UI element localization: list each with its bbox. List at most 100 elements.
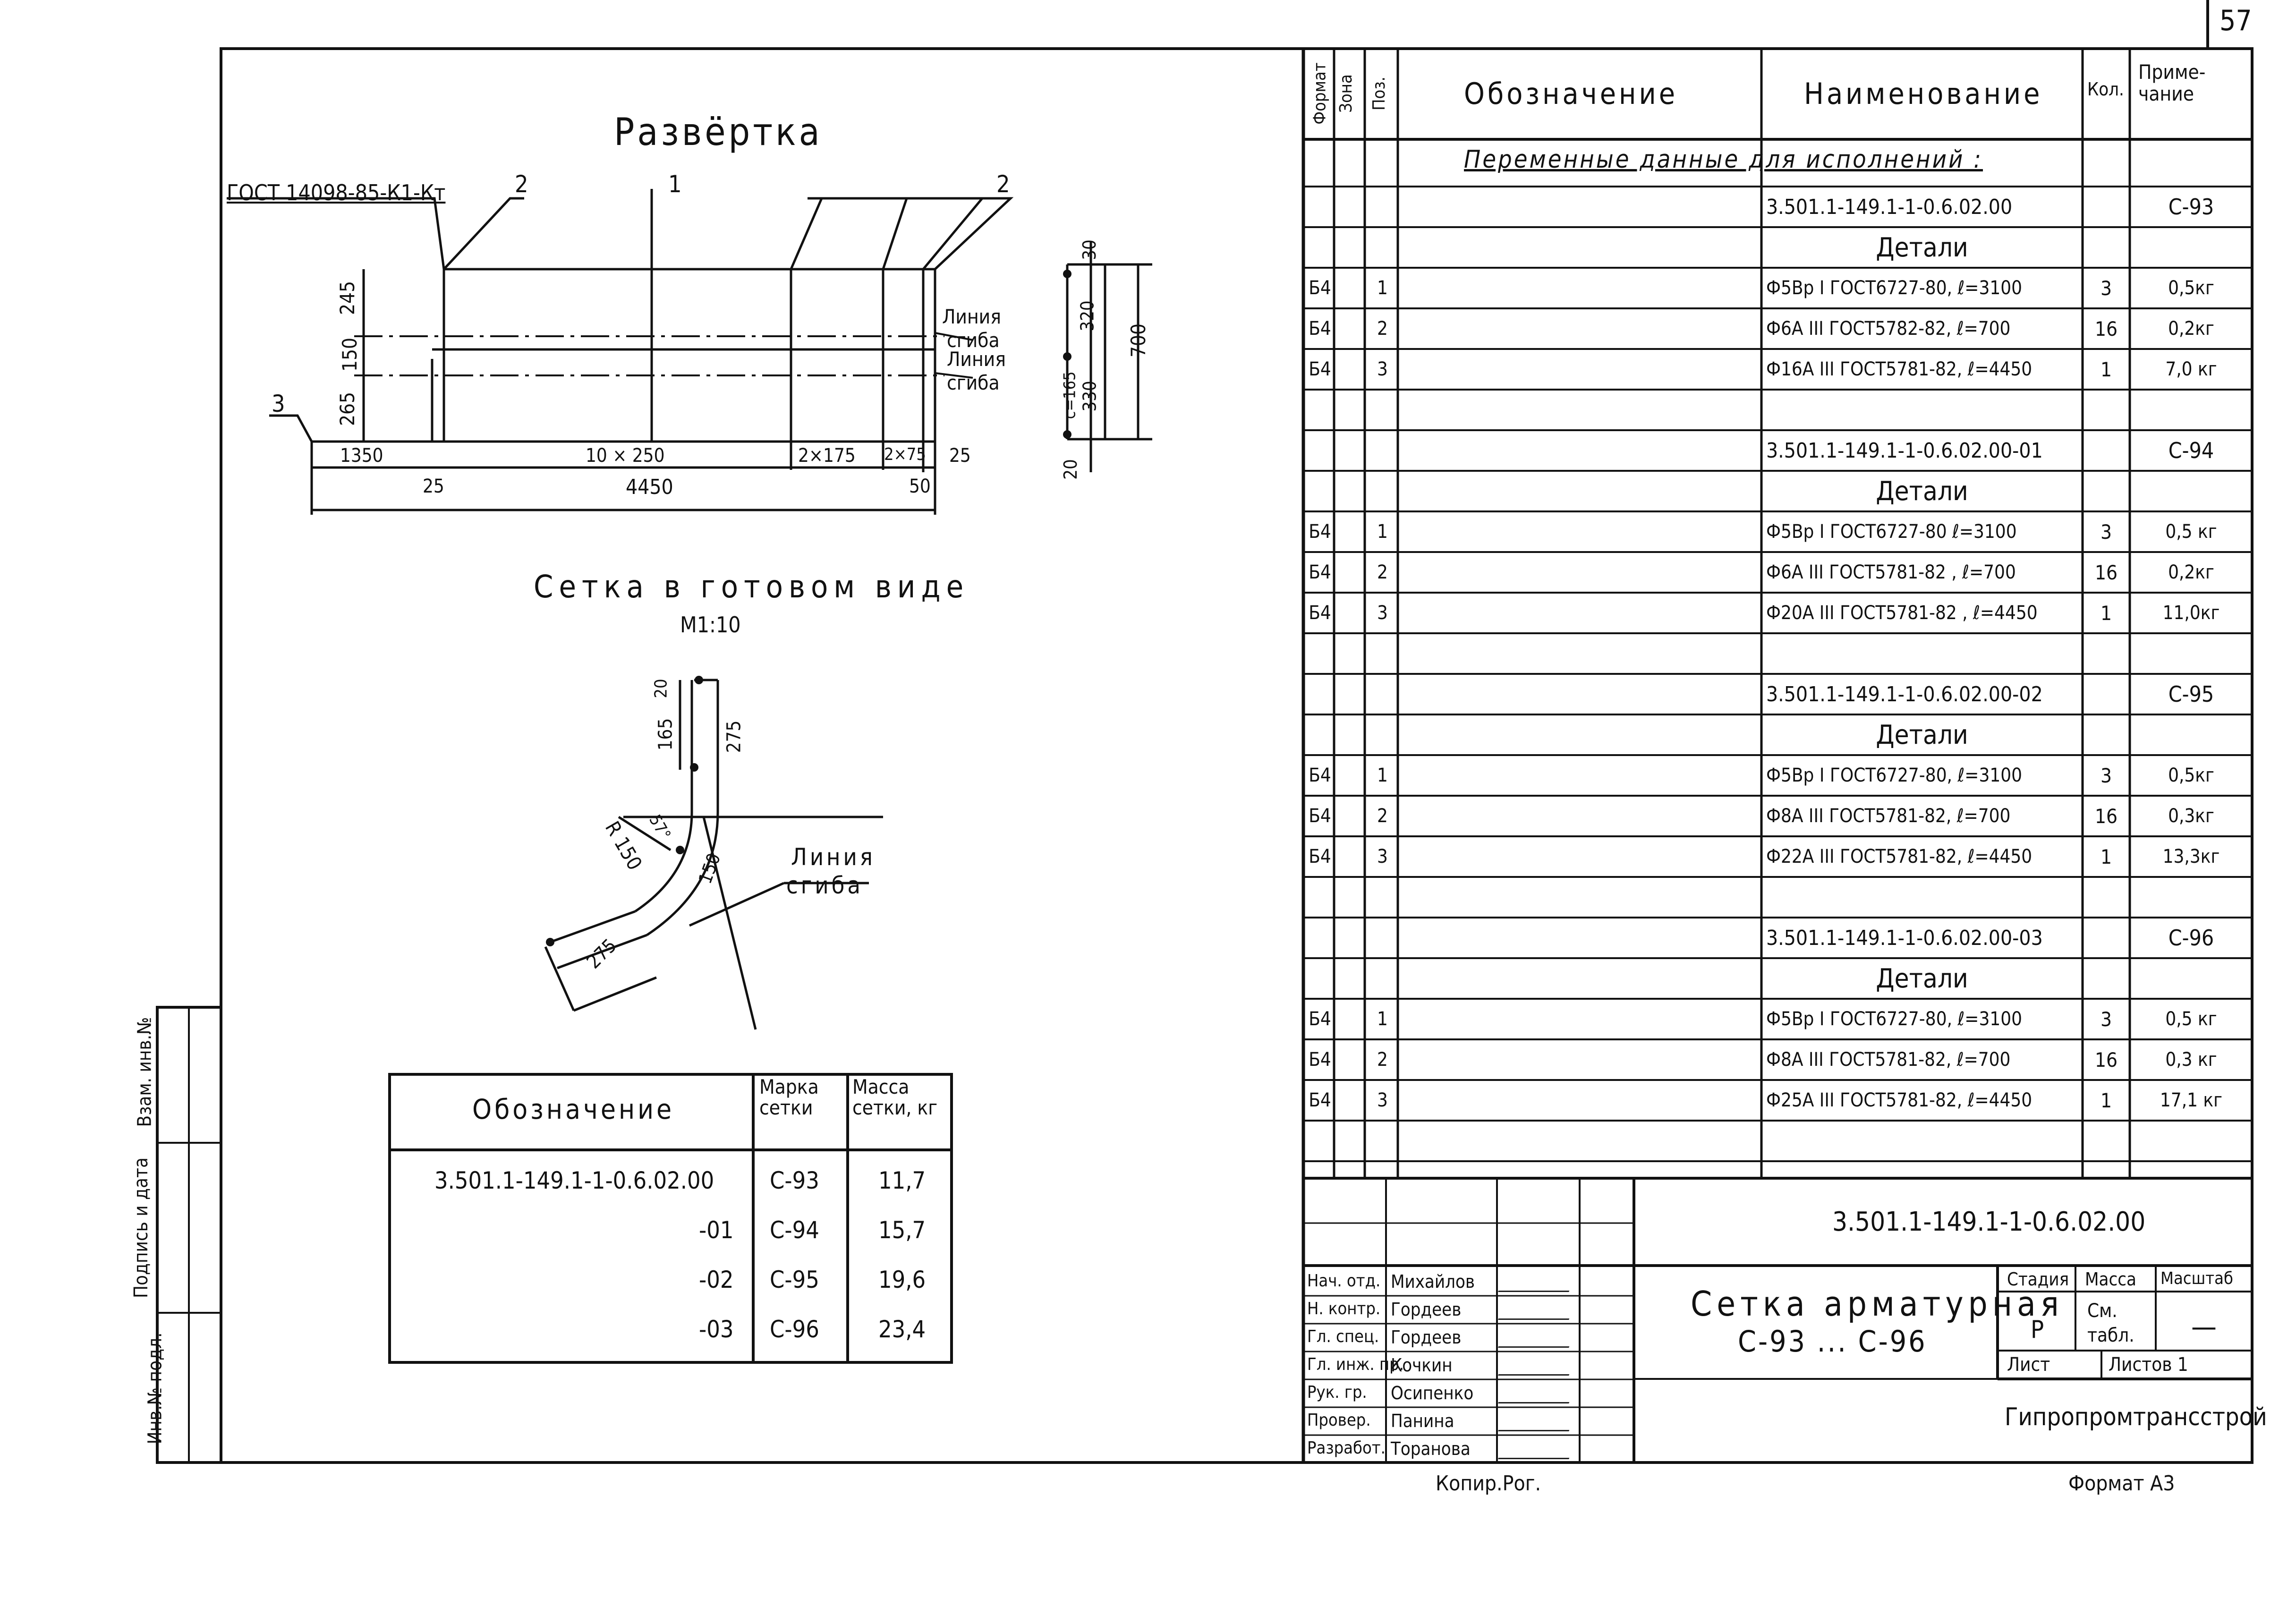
spec-row-name: Ф5Вр I ГОСТ6727-80, ℓ=3100 bbox=[1766, 765, 2023, 786]
spec-row-qty: 1 bbox=[2100, 845, 2112, 868]
spec-section-label: Детали bbox=[1876, 476, 1968, 507]
dim-2x75: 2×75 bbox=[884, 445, 926, 464]
ready-title: Сетка в готовом виде bbox=[534, 569, 969, 605]
dim-25a: 25 bbox=[949, 445, 971, 467]
spec-group-note: С-95 bbox=[2168, 681, 2214, 707]
spec-row-format: Б4 bbox=[1309, 805, 1331, 827]
spec-group-designation: 3.501.1-149.1-1-0.6.02.00-02 bbox=[1766, 682, 2043, 706]
spec-header-note: Приме-чание bbox=[2138, 60, 2206, 106]
spec-row-qty: 1 bbox=[2100, 1088, 2112, 1112]
dim-2x175: 2×175 bbox=[798, 445, 856, 467]
spec-row-note: 0,5кг bbox=[2168, 765, 2214, 786]
dim-50: 50 bbox=[909, 476, 931, 497]
org-name: Гипропромтрансстрой bbox=[2005, 1403, 2267, 1431]
stage-value: Р bbox=[2031, 1316, 2044, 1344]
mass-table-header-mass: Масса сетки, кг bbox=[852, 1075, 938, 1120]
spec-row-format: Б4 bbox=[1309, 846, 1331, 867]
person-name: Осипенко bbox=[1391, 1383, 1474, 1403]
spec-row-name: Ф22А III ГОСТ5781-82, ℓ=4450 bbox=[1766, 846, 2032, 867]
mass-row-mass: 23,4 bbox=[878, 1316, 926, 1343]
spec-group-designation: 3.501.1-149.1-1-0.6.02.00-03 bbox=[1766, 926, 2043, 950]
mass-row-mass: 15,7 bbox=[878, 1216, 926, 1244]
spec-row-note: 0,5 кг bbox=[2165, 1008, 2217, 1030]
ready-scale: М1:10 bbox=[680, 612, 741, 638]
mass-row-mass: 19,6 bbox=[878, 1266, 926, 1293]
person-role: Гл. спец. bbox=[1307, 1327, 1379, 1346]
mass-row-mark: С-93 bbox=[770, 1167, 819, 1194]
spec-row-pos: 1 bbox=[1377, 521, 1388, 543]
spec-row-name: Ф16А III ГОСТ5781-82, ℓ=4450 bbox=[1766, 358, 2032, 380]
spec-row-qty: 16 bbox=[2094, 1048, 2118, 1071]
person-role: Нач. отд. bbox=[1307, 1271, 1381, 1291]
callout-1: 1 bbox=[668, 170, 682, 198]
mass-row-mark: С-96 bbox=[770, 1316, 819, 1343]
person-role: Провер. bbox=[1307, 1411, 1371, 1430]
spec-group-note: С-96 bbox=[2168, 925, 2214, 951]
mass-row-designation: -01 bbox=[699, 1216, 734, 1244]
bend-line-label-b: сгиба bbox=[786, 872, 863, 899]
unfold-title: Развёртка bbox=[614, 110, 823, 154]
spec-header-format: Формат bbox=[1310, 62, 1330, 125]
spec-row-qty: 16 bbox=[2094, 317, 2118, 340]
spec-row-qty: 16 bbox=[2094, 804, 2118, 828]
spec-row-pos: 3 bbox=[1377, 358, 1388, 380]
spec-section-label: Детали bbox=[1876, 719, 1968, 750]
spec-row-pos: 2 bbox=[1377, 805, 1388, 827]
spec-row-format: Б4 bbox=[1309, 318, 1331, 340]
spec-group-designation: 3.501.1-149.1-1-0.6.02.00-01 bbox=[1766, 438, 2043, 463]
spec-row-qty: 1 bbox=[2100, 601, 2112, 625]
spec-row-qty: 3 bbox=[2100, 1007, 2112, 1031]
spec-row-name: Ф6А III ГОСТ5781-82 , ℓ=700 bbox=[1766, 561, 2016, 583]
mass-row-mass: 11,7 bbox=[878, 1167, 926, 1194]
mass-label: Масса bbox=[2085, 1269, 2136, 1290]
signature bbox=[1498, 1327, 1576, 1348]
footer-format: Формат А3 bbox=[2068, 1471, 2175, 1496]
bend-label-1: сгиба bbox=[947, 329, 1000, 352]
mass-row-designation: -03 bbox=[699, 1316, 734, 1343]
spec-row-format: Б4 bbox=[1309, 521, 1331, 543]
person-name: Гордеев bbox=[1391, 1327, 1462, 1348]
mass-table-header-designation: Обозначение bbox=[472, 1093, 675, 1125]
spec-row-name: Ф8А III ГОСТ5781-82, ℓ=700 bbox=[1766, 805, 2011, 827]
spec-header-name: Наименование bbox=[1804, 77, 2043, 111]
mass-row-mark: С-94 bbox=[770, 1216, 819, 1244]
spec-header-pos: Поз. bbox=[1369, 77, 1389, 111]
mass-row-designation: -02 bbox=[699, 1266, 734, 1293]
title-line1: Сетка арматурная bbox=[1691, 1284, 2064, 1324]
spec-row-note: 0,2кг bbox=[2168, 561, 2214, 583]
spec-row-name: Ф25А III ГОСТ5781-82, ℓ=4450 bbox=[1766, 1089, 2032, 1111]
signature bbox=[1498, 1383, 1576, 1403]
spec-row-qty: 3 bbox=[2100, 764, 2112, 787]
spec-row-note: 17,1 кг bbox=[2160, 1089, 2223, 1111]
spec-row-pos: 3 bbox=[1377, 1089, 1388, 1111]
spec-header-qty: Кол. bbox=[2087, 79, 2124, 100]
mass-row-designation: 3.501.1-149.1-1-0.6.02.00 bbox=[434, 1167, 714, 1194]
spec-row-name: Ф5Вр I ГОСТ6727-80, ℓ=3100 bbox=[1766, 277, 2023, 299]
spec-row-format: Б4 bbox=[1309, 602, 1331, 624]
spec-row-pos: 3 bbox=[1377, 602, 1388, 624]
signature bbox=[1498, 1300, 1576, 1320]
spec-row-pos: 1 bbox=[1377, 1008, 1388, 1030]
spec-row-name: Ф5Вр I ГОСТ6727-80 ℓ=3100 bbox=[1766, 521, 2017, 543]
signature bbox=[1498, 1355, 1576, 1376]
mass-row-mark: С-95 bbox=[770, 1266, 819, 1293]
scale-value: — bbox=[2191, 1310, 2217, 1343]
dim-10x250: 10 × 250 bbox=[586, 445, 665, 467]
spec-row-note: 0,5 кг bbox=[2165, 521, 2217, 543]
spec-row-qty: 16 bbox=[2094, 561, 2118, 584]
spec-row-note: 11,0кг bbox=[2162, 602, 2220, 624]
signature bbox=[1498, 1439, 1576, 1459]
spec-section-label: Детали bbox=[1876, 232, 1968, 263]
bend-line-label-1: Линия bbox=[942, 305, 1001, 328]
spec-row-name: Ф5Вр I ГОСТ6727-80, ℓ=3100 bbox=[1766, 1008, 2023, 1030]
person-role: Рук. гр. bbox=[1307, 1383, 1367, 1402]
spec-row-pos: 1 bbox=[1377, 765, 1388, 786]
scale-label: Масштаб bbox=[2160, 1269, 2233, 1288]
person-name: Михайлов bbox=[1391, 1271, 1475, 1292]
dim-25b: 25 bbox=[423, 476, 444, 497]
spec-row-qty: 1 bbox=[2100, 357, 2112, 381]
person-name: Кочкин bbox=[1391, 1355, 1453, 1376]
spec-row-note: 0,5кг bbox=[2168, 277, 2214, 299]
